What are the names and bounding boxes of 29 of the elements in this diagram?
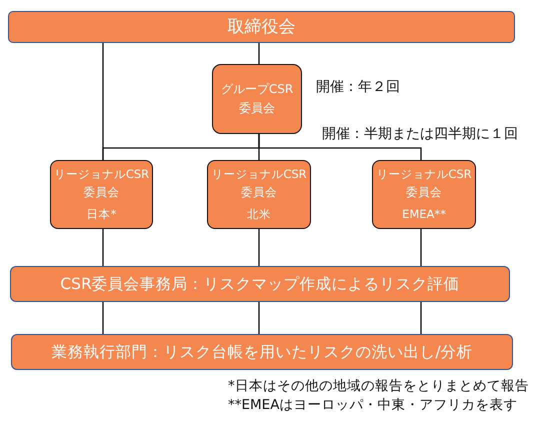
connector-line — [420, 302, 422, 334]
footnote: *日本はその他の地域の報告をとりまとめて報告 — [228, 378, 529, 394]
committee-box — [50, 160, 153, 229]
committee-box — [11, 334, 513, 370]
connector-line — [420, 229, 422, 266]
committee-box — [212, 64, 302, 134]
footnote: **EMEAはヨーロッパ・中東・アフリカを表す — [228, 397, 518, 414]
committee-box — [10, 266, 510, 302]
box-text: 日本* — [86, 206, 118, 223]
box-text: リージョナルCSR委員会 — [210, 166, 308, 201]
committee-box — [8, 11, 515, 43]
committee-box — [372, 160, 476, 229]
connector-line — [258, 43, 260, 64]
committee-box — [207, 160, 311, 229]
connector-line — [102, 229, 104, 266]
box-text: 取締役会 — [228, 16, 296, 39]
box-text: リージョナルCSR委員会 — [53, 166, 150, 201]
meeting-frequency-note: 開催：年２回 — [316, 79, 400, 96]
box-text: グループCSR委員会 — [220, 81, 294, 117]
box-text: EMEA** — [401, 206, 447, 223]
connector-line — [102, 302, 104, 334]
meeting-frequency-note: 開催：半期または四半期に１回 — [322, 126, 518, 143]
box-text: CSR委員会事務局：リスクマップ作成によるリスク評価 — [60, 274, 460, 295]
connector-line — [258, 134, 422, 160]
connector-line — [258, 229, 260, 266]
box-text: 北米 — [246, 206, 272, 223]
box-text: 業務執行部門：リスク台帳を用いたリスクの洗い出し/分析 — [51, 342, 473, 363]
connector-line — [258, 302, 260, 334]
box-text: リージョナルCSR委員会 — [376, 166, 472, 201]
